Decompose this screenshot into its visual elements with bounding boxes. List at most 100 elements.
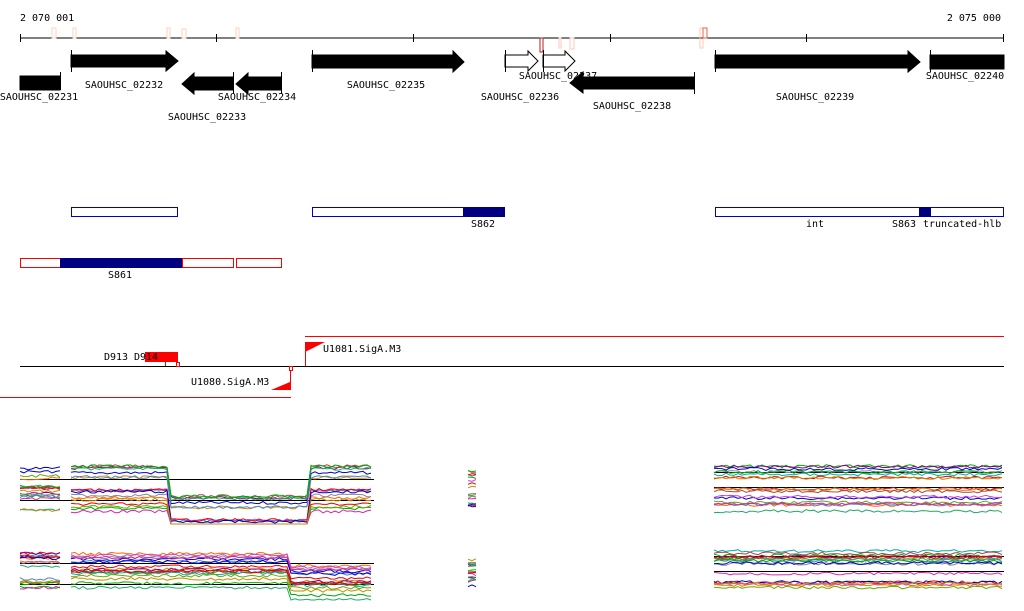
feature-label[interactable]: S862 — [470, 219, 496, 230]
gene-02240[interactable] — [929, 54, 1005, 70]
signal-trace — [467, 493, 477, 495]
signal-trace — [713, 464, 1003, 469]
signal-trace — [467, 476, 477, 479]
signal-trace — [19, 497, 61, 501]
gene-02236[interactable] — [504, 49, 539, 73]
signal-trace — [19, 564, 61, 568]
promoter-label[interactable]: U1081.SigA.M3 — [323, 344, 402, 355]
signal-trace — [19, 551, 61, 556]
signal-trace — [70, 585, 372, 601]
signal-trace — [19, 470, 61, 474]
signal-trace — [713, 558, 1003, 564]
signal-trace — [19, 473, 61, 478]
feature-label[interactable]: truncated-hlb — [923, 219, 1002, 230]
signal-trace — [713, 486, 1003, 491]
gene-label[interactable]: SAOUHSC_02236 — [480, 92, 560, 103]
gene-label[interactable]: SAOUHSC_02231 — [0, 92, 79, 103]
gene-label[interactable]: SAOUHSC_02233 — [167, 112, 247, 123]
signal-trace — [713, 549, 1003, 554]
signal-trace — [19, 508, 61, 512]
signal-trace — [713, 554, 1003, 559]
signal-trace — [19, 577, 61, 581]
signal-trace — [467, 571, 477, 574]
feature-label[interactable]: S861 — [107, 270, 133, 281]
promoter-label[interactable]: U1080.SigA.M3 — [191, 377, 270, 388]
signal-trace — [713, 509, 1003, 514]
gene-02235[interactable] — [311, 49, 465, 74]
signal-trace — [70, 470, 372, 505]
gene-label[interactable]: SAOUHSC_02237 — [518, 71, 598, 82]
signal-trace — [713, 494, 1002, 499]
gene-label[interactable]: SAOUHSC_02240 — [925, 71, 1005, 82]
signal-trace — [713, 501, 1003, 506]
signal-trace — [19, 494, 61, 499]
gene-02238[interactable] — [569, 70, 695, 95]
signal-trace — [467, 569, 477, 572]
signal-trace — [19, 492, 61, 497]
signal-trace — [713, 467, 1003, 472]
signal-trace — [713, 585, 1003, 590]
gene-label[interactable]: SAOUHSC_02235 — [346, 80, 426, 91]
ruler-markers — [51, 27, 708, 53]
signal-trace — [70, 555, 372, 572]
signal-trace — [467, 479, 477, 482]
signal-trace — [19, 466, 61, 471]
gene-02232[interactable] — [70, 49, 179, 73]
gene-label[interactable]: SAOUHSC_02238 — [592, 101, 672, 112]
signal-trace — [713, 571, 1003, 576]
signal-trace — [467, 558, 477, 562]
signal-trace — [70, 559, 372, 576]
signal-trace — [70, 557, 372, 574]
signal-trace — [70, 581, 372, 598]
signal-trace — [70, 564, 372, 581]
signal-trace — [713, 489, 1003, 494]
signal-trace — [713, 472, 1003, 477]
gene-02239[interactable] — [714, 49, 921, 74]
promoter-track — [0, 336, 1004, 398]
signal-trace — [70, 569, 372, 586]
signal-trace — [70, 569, 372, 586]
gene-02234[interactable] — [235, 71, 282, 96]
gene-track — [19, 49, 1005, 96]
gene-label[interactable]: SAOUHSC_02232 — [84, 80, 164, 91]
signal-trace — [713, 475, 1003, 480]
signal-trace — [713, 469, 1003, 475]
signal-trace — [467, 503, 477, 507]
gene-02231[interactable] — [19, 75, 61, 91]
signal-trace — [467, 563, 477, 566]
gene-02237[interactable] — [542, 49, 576, 73]
signal-trace — [70, 573, 372, 590]
signal-trace — [19, 494, 61, 498]
signal-trace — [70, 466, 372, 501]
signal-trace — [713, 464, 1003, 469]
promoter-label[interactable]: D913 — [104, 352, 129, 363]
feature-label[interactable]: int — [805, 219, 825, 230]
gene-02233[interactable] — [181, 71, 234, 96]
signal-trace — [19, 555, 61, 560]
signal-trace — [467, 504, 477, 507]
promoter-label[interactable]: D914 — [134, 352, 159, 363]
ruler-end-label: 2 075 000 — [946, 13, 1001, 24]
ruler-start-label: 2 070 001 — [20, 13, 75, 24]
signal-trace — [467, 494, 477, 496]
signal-trace — [19, 554, 61, 559]
signal-trace — [70, 475, 372, 510]
feature-track-blue — [71, 207, 1004, 217]
signal-trace — [70, 576, 372, 593]
signal-trace — [467, 470, 477, 473]
signal-trace — [467, 576, 477, 578]
signal-trace — [713, 581, 1003, 586]
gene-label[interactable]: SAOUHSC_02234 — [217, 92, 297, 103]
signal-trace — [467, 485, 477, 489]
gene-label[interactable]: SAOUHSC_02239 — [775, 92, 855, 103]
signal-trace — [467, 495, 477, 499]
signal-trace — [713, 487, 1003, 492]
feature-label[interactable]: S863 — [892, 219, 917, 230]
signal-trace — [70, 488, 372, 523]
signal-trace — [19, 489, 61, 493]
signal-trace — [19, 476, 61, 481]
signal-trace — [70, 509, 372, 525]
signal-trace — [19, 585, 61, 590]
signal-trace — [467, 577, 477, 581]
